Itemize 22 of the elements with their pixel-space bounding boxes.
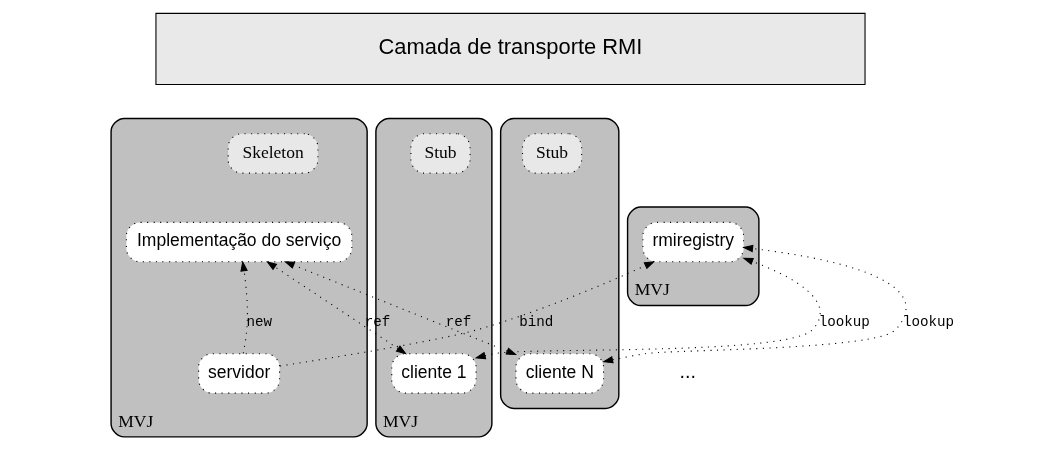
node-box: cliente N (515, 352, 605, 394)
edge-label: new (246, 313, 273, 330)
node-box: Skeleton (227, 132, 319, 174)
edge-label: ref (445, 313, 472, 330)
node-box: rmiregistry (642, 221, 745, 262)
arrow (279, 260, 656, 367)
node-box: Implementação do serviço (125, 221, 353, 262)
node-box: Stub (410, 132, 471, 174)
edge-label: bind (519, 313, 554, 330)
label: ... (679, 359, 696, 382)
arrow (602, 244, 907, 363)
node-box: Camada de transporte RMI (155, 12, 866, 85)
node-box: servidor (198, 352, 281, 394)
node-box: cliente 1 (391, 352, 477, 394)
edge-label: lookup (902, 313, 955, 330)
arrow (240, 259, 248, 354)
cluster (499, 117, 620, 409)
arrow (283, 260, 518, 355)
arrow (266, 260, 407, 354)
arrow (474, 257, 821, 359)
node-box: Stub (522, 132, 583, 174)
edge-label: lookup (818, 313, 870, 330)
